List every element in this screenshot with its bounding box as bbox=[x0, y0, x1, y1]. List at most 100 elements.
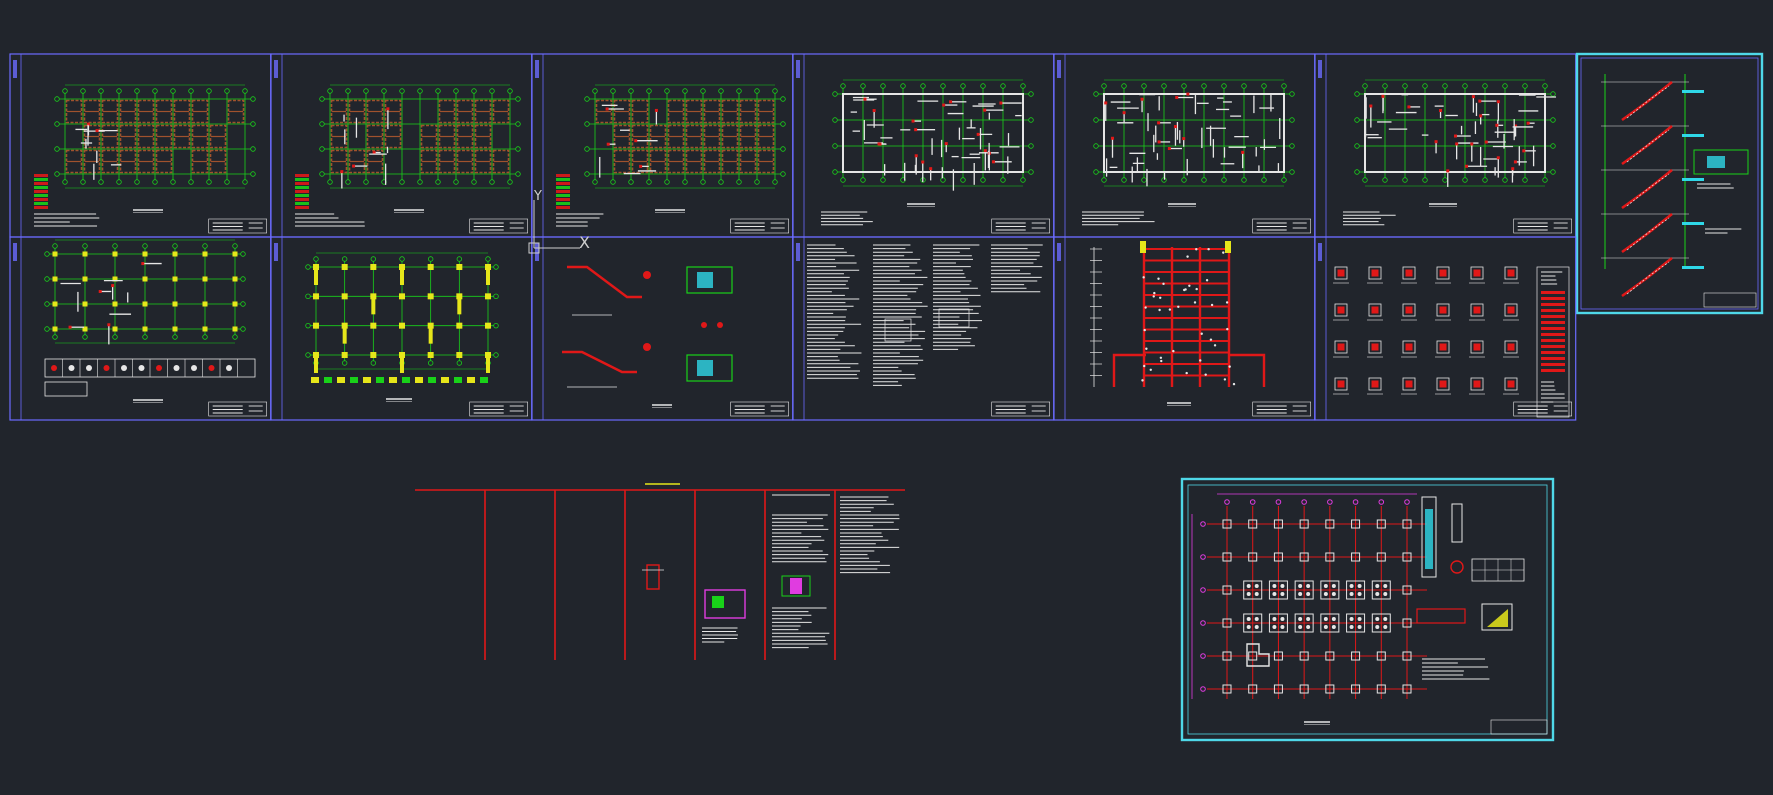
column-detail-rebar bbox=[1507, 343, 1515, 351]
grid-bubble bbox=[880, 177, 886, 183]
footing bbox=[1325, 684, 1335, 694]
sheet-s6[interactable] bbox=[1314, 53, 1577, 238]
grid-bubble bbox=[1221, 177, 1227, 183]
sheet-s11[interactable] bbox=[792, 236, 1055, 421]
column-detail-rebar bbox=[1337, 343, 1345, 351]
column-mark bbox=[1241, 150, 1245, 154]
slab-rebar bbox=[721, 124, 739, 149]
column-mark bbox=[1479, 114, 1483, 118]
column-detail-mark bbox=[454, 377, 462, 383]
ucs-icon-lines[interactable] bbox=[528, 200, 580, 254]
sheet-s2[interactable] bbox=[270, 53, 533, 238]
footing bbox=[1376, 651, 1386, 661]
legend-swatch bbox=[295, 206, 309, 209]
title-block bbox=[1513, 218, 1572, 234]
grid-bubble bbox=[700, 179, 706, 185]
sheet-s9[interactable] bbox=[270, 236, 533, 421]
schedule-row bbox=[1541, 321, 1565, 324]
sheet-s7[interactable] bbox=[1575, 52, 1764, 315]
sheet-s12[interactable] bbox=[1053, 236, 1316, 421]
column-mark bbox=[1157, 140, 1161, 144]
sheet-s14[interactable] bbox=[1180, 477, 1555, 742]
column-mark bbox=[1453, 134, 1457, 138]
grid-bubble bbox=[860, 83, 866, 89]
grid-bubble bbox=[1275, 499, 1282, 505]
grid-bubble bbox=[1289, 169, 1295, 175]
column-mark bbox=[372, 151, 376, 155]
grid-bubble bbox=[1141, 177, 1147, 183]
grid-bubble bbox=[206, 179, 212, 185]
grid-bubble bbox=[471, 179, 477, 185]
slab-rebar bbox=[685, 124, 703, 149]
sheet-s3[interactable] bbox=[531, 53, 794, 238]
slab-rebar bbox=[191, 124, 209, 149]
legend-swatch bbox=[556, 174, 570, 177]
grid-bubble bbox=[250, 146, 256, 152]
sheet-s10[interactable] bbox=[531, 236, 794, 421]
schedule-row bbox=[1541, 357, 1565, 360]
note-detail bbox=[938, 308, 970, 328]
column-mark bbox=[107, 323, 111, 327]
grid-bubble bbox=[1020, 177, 1026, 183]
landing-beam bbox=[1682, 90, 1704, 93]
grid-bubble bbox=[1550, 117, 1556, 123]
grid-bubble bbox=[52, 243, 58, 249]
column-detail-rebar bbox=[1405, 306, 1413, 314]
sheet-s1[interactable] bbox=[9, 53, 272, 238]
pile-mark bbox=[1306, 592, 1311, 596]
sheet-inner-border bbox=[1580, 57, 1759, 310]
grid-bubble bbox=[305, 352, 311, 358]
loose-drawing-table[interactable] bbox=[415, 483, 905, 660]
footing bbox=[1243, 580, 1263, 600]
sheet-s5[interactable] bbox=[1053, 53, 1316, 238]
grid-bubble bbox=[489, 179, 495, 185]
grid-bubble bbox=[1550, 169, 1556, 175]
column-mark bbox=[921, 160, 925, 164]
strip-label-mark bbox=[1318, 243, 1322, 261]
column-mark bbox=[86, 122, 90, 126]
column-detail-rebar bbox=[1507, 269, 1515, 277]
sheet-s4[interactable] bbox=[792, 53, 1055, 238]
strip-label-mark bbox=[796, 60, 800, 78]
footing bbox=[1376, 684, 1386, 694]
column-mark bbox=[606, 142, 610, 146]
footing bbox=[1376, 552, 1386, 562]
column-mark bbox=[872, 109, 876, 113]
joint-mark bbox=[1152, 295, 1155, 298]
column-detail bbox=[1368, 377, 1382, 391]
column-mark bbox=[983, 149, 987, 153]
joint-mark bbox=[1172, 349, 1175, 353]
slab-rebar bbox=[474, 99, 492, 124]
grid-bubble bbox=[780, 121, 786, 127]
pile-mark bbox=[1357, 592, 1362, 596]
stair-flight bbox=[1621, 212, 1673, 254]
column-mark bbox=[944, 142, 948, 146]
column-detail-mark bbox=[441, 377, 449, 383]
title-block bbox=[1703, 292, 1757, 308]
slab-rebar bbox=[191, 99, 209, 124]
strip-label-mark bbox=[535, 60, 539, 78]
column-mark bbox=[1446, 169, 1450, 173]
joint-mark bbox=[1193, 301, 1197, 304]
column-mark bbox=[949, 100, 953, 104]
sheet-inner-border bbox=[1187, 484, 1548, 735]
sheet-border bbox=[1314, 236, 1577, 421]
column-mark bbox=[1522, 149, 1526, 153]
sheet-s13[interactable] bbox=[1314, 236, 1577, 421]
column-section bbox=[52, 326, 58, 332]
footing bbox=[1346, 613, 1366, 633]
grid-bubble bbox=[772, 88, 778, 94]
grid-bubble bbox=[242, 88, 248, 94]
column-detail bbox=[1470, 377, 1484, 391]
grid-bubble bbox=[305, 293, 311, 300]
grid-bubble bbox=[1289, 117, 1295, 123]
footing bbox=[1248, 684, 1258, 694]
slab-rebar bbox=[209, 149, 227, 174]
footing bbox=[1273, 684, 1283, 694]
grid-bubble bbox=[232, 334, 238, 340]
grid-bubble bbox=[780, 171, 786, 177]
sheet-s8[interactable] bbox=[9, 236, 272, 421]
slab-rebar bbox=[492, 149, 510, 174]
